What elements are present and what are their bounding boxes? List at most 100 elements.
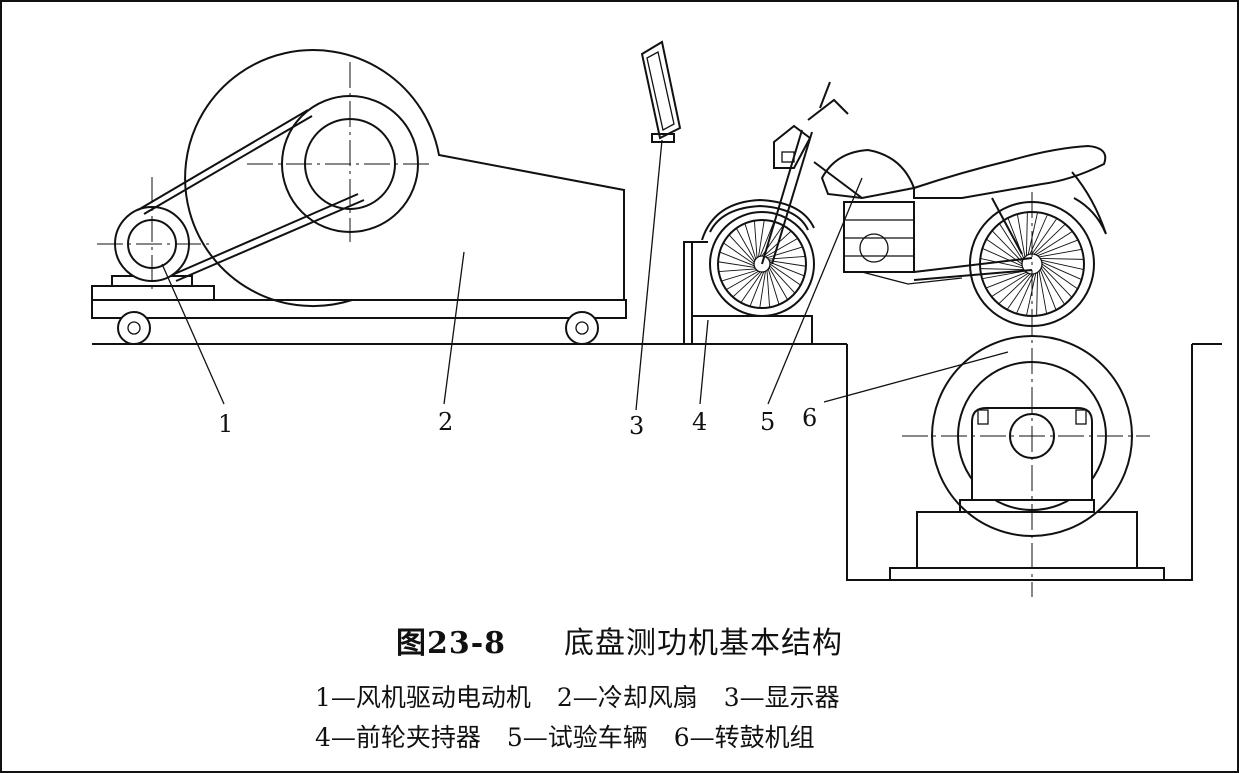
figure-caption: 底盘测功机基本结构 <box>564 626 844 661</box>
wheel-spoke <box>980 257 1023 269</box>
wheel-spoke <box>719 251 755 267</box>
seat <box>913 144 1107 199</box>
wheel-spoke <box>726 270 759 291</box>
legend-line-1: 1—风机驱动电动机 2—冷却风扇 3—显示器 <box>305 678 1237 714</box>
wheel-spoke <box>721 269 758 282</box>
wheel-spoke <box>1039 269 1057 311</box>
monitor-base <box>651 133 675 143</box>
wheel-spoke <box>1027 212 1039 255</box>
wheel-spoke <box>749 271 765 307</box>
wheel-spoke <box>765 237 798 258</box>
legend-item-3: 3—显示器 <box>723 683 840 712</box>
wheel-spoke <box>769 261 805 277</box>
front-fender <box>701 198 815 241</box>
fuel-tank <box>820 148 916 200</box>
front-tire <box>709 211 815 317</box>
front-fork <box>761 129 803 265</box>
figure-number: 图23-8 <box>395 626 507 661</box>
leader-lines <box>161 139 1009 411</box>
wheel-spoke <box>767 268 780 305</box>
leader-3 <box>635 139 663 411</box>
wheel-spoke <box>991 272 1029 297</box>
wheel-spoke <box>768 267 789 300</box>
wheel-spoke <box>759 271 766 309</box>
wheel-spoke <box>1041 263 1078 290</box>
leader-4 <box>699 319 709 405</box>
rear-fender <box>1071 171 1107 235</box>
legend-item-5: 5—试验车辆 <box>506 723 648 752</box>
wheel-spoke <box>753 220 758 258</box>
wheel-spoke <box>985 271 1027 289</box>
engine <box>843 201 915 273</box>
callout-3: 3 <box>629 412 644 440</box>
callout-4: 4 <box>692 408 707 436</box>
wheel-spoke <box>766 270 771 308</box>
exhaust <box>861 271 963 285</box>
wheel-spoke <box>1041 265 1073 298</box>
wheel-spoke <box>1016 214 1026 258</box>
callout-1: 1 <box>218 410 233 438</box>
drum-foundation <box>889 567 1165 581</box>
leader-5 <box>767 177 863 405</box>
wheel-spoke <box>998 273 1031 305</box>
wheel-spoke <box>991 230 1023 263</box>
wheel-spoke <box>718 268 756 273</box>
wheel-spoke <box>982 270 1026 280</box>
wheel-spoke <box>759 221 775 257</box>
legend-item-1: 1—风机驱动电动机 <box>315 683 531 712</box>
leader-6 <box>823 351 1009 403</box>
callout-2: 2 <box>438 408 453 436</box>
callout-5: 5 <box>760 408 775 436</box>
wheel-spoke <box>1041 261 1082 280</box>
wheel-spoke <box>1037 239 1079 257</box>
wheel-spoke <box>1016 273 1035 314</box>
legend-line-2: 4—前轮夹持器 5—试验车辆 6—转鼓机组 <box>305 718 1237 754</box>
monitor-screen <box>640 40 682 140</box>
wheel-spoke <box>1033 223 1066 255</box>
handlebar <box>807 81 849 121</box>
leader-1 <box>161 263 225 405</box>
wheel-spoke <box>766 246 803 259</box>
legend-item-4: 4—前轮夹持器 <box>315 723 481 752</box>
belt-upper <box>137 109 309 211</box>
wheel-spoke <box>1040 257 1084 260</box>
test-motorcycle <box>701 81 1107 327</box>
wheel-spoke <box>999 223 1024 261</box>
rear-shock <box>991 197 1023 255</box>
wheel-spoke <box>732 271 761 298</box>
frame <box>813 161 863 199</box>
legend-item-2: 2—冷却风扇 <box>556 683 698 712</box>
leader-2 <box>443 251 465 405</box>
front-wheel-spokes <box>717 219 807 309</box>
bearing-block <box>971 407 1093 501</box>
wheel-spoke <box>980 268 1024 271</box>
wheel-spoke <box>758 219 765 257</box>
legend-item-6: 6—转鼓机组 <box>673 723 815 752</box>
wheel-spoke <box>740 271 763 303</box>
wheel-spoke <box>1040 267 1065 305</box>
rear-wheel-spokes <box>980 212 1084 316</box>
wheel-spoke <box>728 234 755 263</box>
motor-mount <box>91 285 215 301</box>
wheel-spoke <box>1041 259 1084 271</box>
drum-unit <box>846 192 1193 597</box>
wheel-spoke <box>769 265 796 294</box>
headlight <box>773 124 812 169</box>
wheel-spoke <box>1025 212 1028 256</box>
wheel-spoke <box>1031 218 1058 255</box>
wheel-spoke <box>723 242 755 265</box>
wheel-spoke <box>1029 214 1048 255</box>
display-monitor <box>640 40 682 143</box>
belt-lower <box>171 193 359 276</box>
wheel-spoke <box>982 248 1023 267</box>
callout-6: 6 <box>802 404 817 432</box>
cart-wheel-right <box>565 311 599 345</box>
wheel-spoke <box>1036 272 1039 316</box>
wheel-spoke <box>735 228 756 261</box>
wheel-spoke <box>769 263 801 286</box>
cart-wheel-left <box>117 311 151 345</box>
wheel-spoke <box>1006 273 1033 310</box>
swingarm <box>913 257 1033 273</box>
